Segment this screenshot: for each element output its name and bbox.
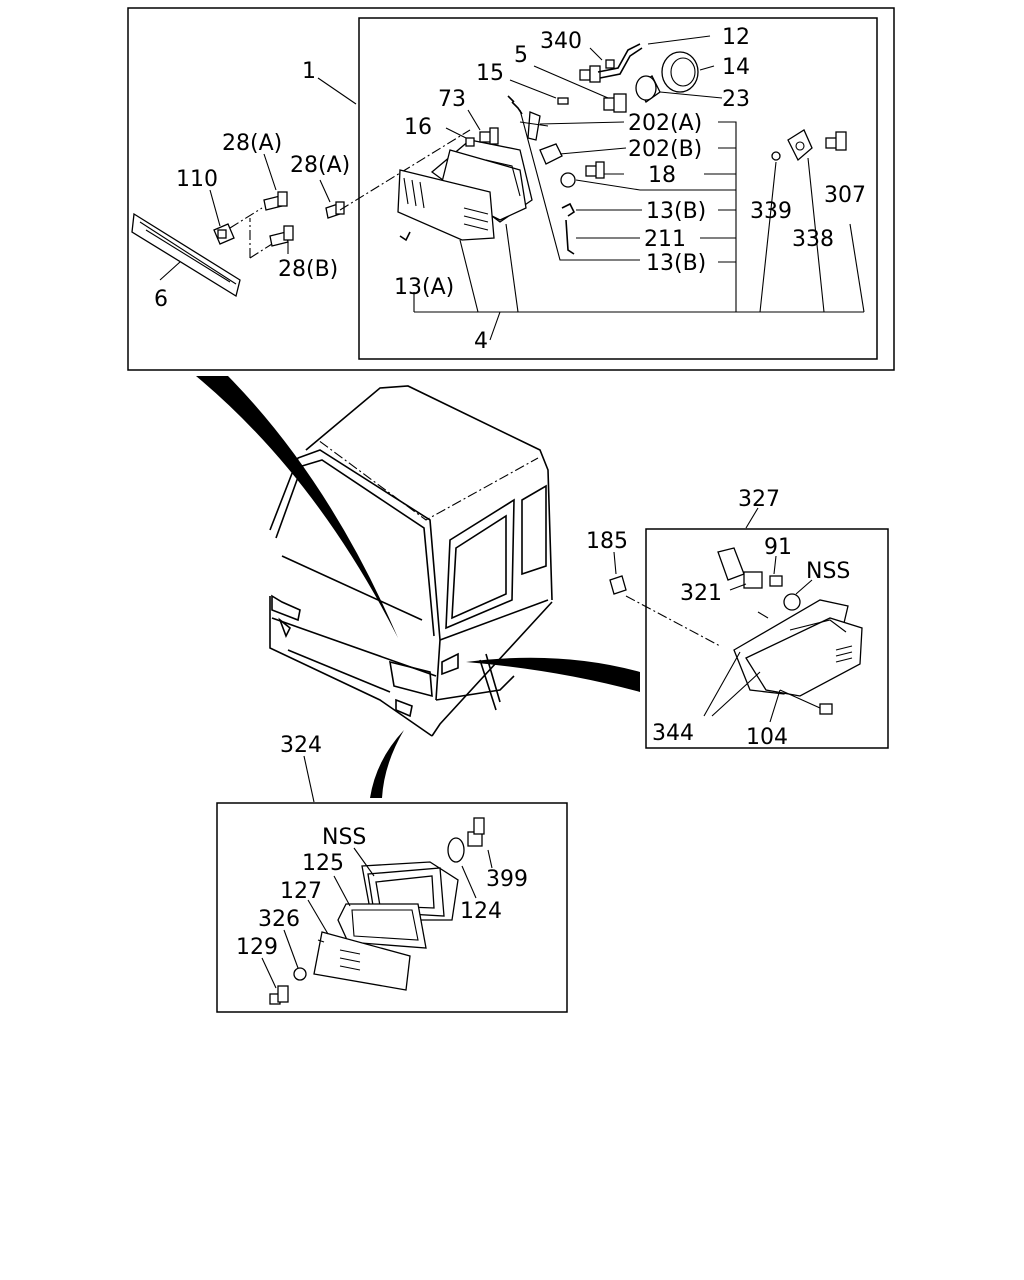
axis-line-headlamp <box>339 129 471 211</box>
bracket-338-part <box>787 129 813 162</box>
bolt-28b-part <box>269 225 294 247</box>
screw-129-part <box>269 985 289 1005</box>
callout-4: 4 <box>474 329 488 354</box>
callout-125: 125 <box>302 851 344 876</box>
callout-307: 307 <box>824 183 866 208</box>
callout-28a-2: 28(A) <box>290 153 350 178</box>
callout-13b-1: 13(B) <box>646 199 706 224</box>
wire-12-part <box>597 43 643 79</box>
socket-399-part <box>467 817 485 847</box>
seal-14-part <box>661 51 699 93</box>
clip-110-part <box>213 223 235 245</box>
callout-340: 340 <box>540 29 582 54</box>
rod-211-part <box>565 219 575 255</box>
callout-13a: 13(A) <box>394 275 454 300</box>
callout-129: 129 <box>236 935 278 960</box>
callout-1: 1 <box>302 59 316 84</box>
callout-321: 321 <box>680 581 722 606</box>
leader-lines-side <box>613 551 821 723</box>
screw-13a-part <box>399 231 411 242</box>
bolt-340-part <box>579 59 615 83</box>
callout-15: 15 <box>476 61 504 86</box>
ray-to-corner-lamp <box>370 730 404 798</box>
socket-321-part <box>717 547 763 589</box>
callout-211: 211 <box>644 227 686 252</box>
callout-339: 339 <box>750 199 792 224</box>
bumper-bar-part <box>131 212 241 298</box>
clip-185-part <box>609 575 627 595</box>
headlamp-outer-frame <box>127 7 895 371</box>
bolt-28a-part <box>263 191 288 211</box>
callout-nss-side: NSS <box>806 559 850 584</box>
side-lamp-frame <box>645 528 889 749</box>
lens-127-part <box>313 931 411 991</box>
nut-18-part <box>560 172 576 188</box>
bolt-dash-line <box>229 207 273 259</box>
callout-327: 327 <box>738 487 780 512</box>
callout-344: 344 <box>652 721 694 746</box>
callout-124: 124 <box>460 899 502 924</box>
bulb-124-part <box>447 837 465 863</box>
truck-cab-drawing <box>269 385 553 737</box>
callout-23: 23 <box>722 87 750 112</box>
callout-nss-corner: NSS <box>322 825 366 850</box>
callout-13b-2: 13(B) <box>646 251 706 276</box>
adjuster-202b-part <box>539 143 563 165</box>
callout-16: 16 <box>404 115 432 140</box>
callout-202a: 202(A) <box>628 111 702 136</box>
leader-lines-corner <box>261 847 493 989</box>
gasket-125-part <box>337 903 427 949</box>
callout-326: 326 <box>258 907 300 932</box>
bulb-91-part <box>769 575 783 587</box>
screw-104-part <box>819 703 833 715</box>
pin-15-part <box>557 97 569 105</box>
washer-326-part <box>293 967 307 981</box>
callout-28a-1: 28(A) <box>222 131 282 156</box>
ray-to-headlamp <box>196 376 398 638</box>
callout-104: 104 <box>746 725 788 750</box>
callout-324: 324 <box>280 733 322 758</box>
leader-327 <box>745 507 759 529</box>
callout-6: 6 <box>154 287 168 312</box>
screw-18-part <box>585 161 605 179</box>
bolt-307-part <box>825 131 847 151</box>
adjuster-202a-part <box>519 111 549 141</box>
socket-5-part <box>603 93 627 113</box>
headlamp-inner-frame <box>358 17 878 360</box>
callout-labels: 1 340 12 5 14 15 23 73 202(A) 16 202(B) … <box>154 25 866 960</box>
screw-16-part <box>465 137 475 147</box>
callout-12: 12 <box>722 25 750 50</box>
bulb-23-part <box>635 75 661 103</box>
callout-14: 14 <box>722 55 750 80</box>
callout-399: 399 <box>486 867 528 892</box>
callout-73: 73 <box>438 87 466 112</box>
ray-to-side-lamp <box>466 657 640 692</box>
callout-18: 18 <box>648 163 676 188</box>
callout-185: 185 <box>586 529 628 554</box>
side-lamp-body-part <box>733 599 863 697</box>
bracket-16-part <box>507 95 515 103</box>
callout-338: 338 <box>792 227 834 252</box>
callout-110: 110 <box>176 167 218 192</box>
leader-lines-top <box>159 35 865 341</box>
leader-324 <box>303 755 315 803</box>
callout-91: 91 <box>764 535 792 560</box>
headlamp-assembly-part <box>397 139 533 241</box>
callout-28b: 28(B) <box>278 257 338 282</box>
bolt-73-part <box>479 127 499 145</box>
callout-202b: 202(B) <box>628 137 702 162</box>
washer-339-part <box>771 151 781 161</box>
clip-13b-part <box>561 202 576 217</box>
seal-nss-part <box>783 593 801 611</box>
bolt-28a-second-part <box>325 201 345 219</box>
callout-127: 127 <box>280 879 322 904</box>
callout-5: 5 <box>514 43 528 68</box>
corner-lamp-frame <box>216 802 568 1013</box>
